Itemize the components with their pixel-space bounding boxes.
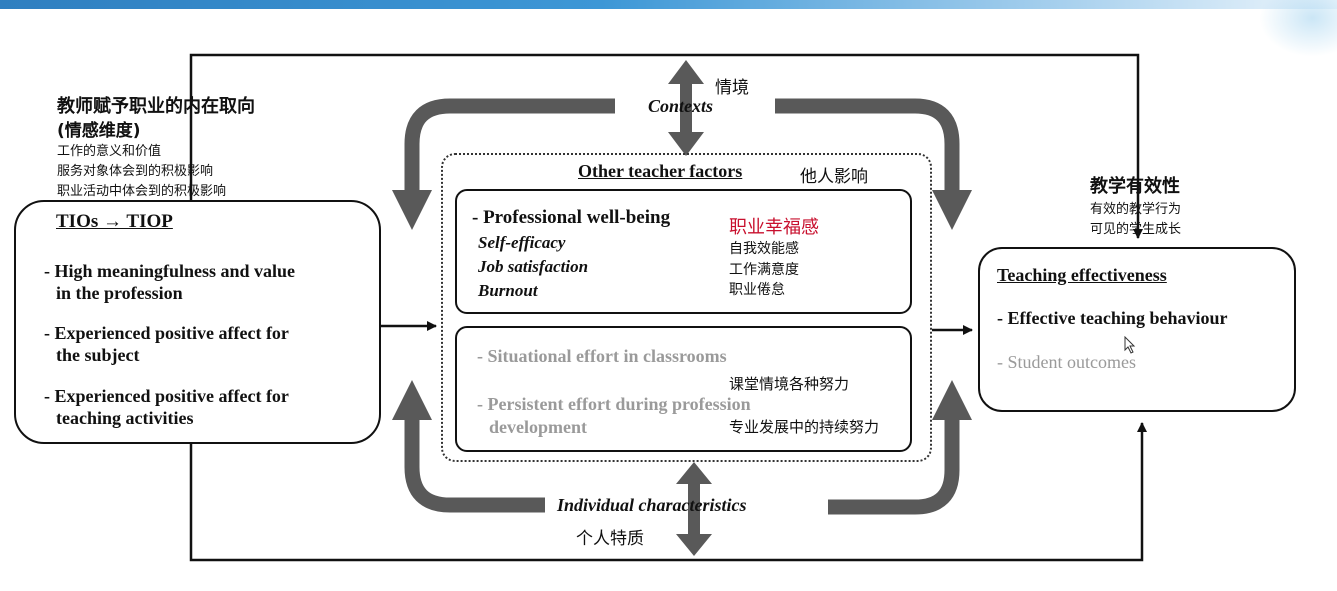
right-annotation-title: 教学有效性 xyxy=(1090,176,1180,197)
individual-arrowhead-right xyxy=(932,380,972,420)
effort-item: - Situational effort in classrooms xyxy=(477,346,727,366)
top-feedback-line xyxy=(189,53,1143,239)
wellbeing-item: Job satisfaction xyxy=(478,257,589,276)
effort-item: - Persistent effort during profession xyxy=(477,394,751,414)
tio-item: in the profession xyxy=(56,283,183,303)
left-annotation-item: 职业活动中体会到的积极影响 xyxy=(57,184,227,199)
wellbeing-item-cn: 工作满意度 xyxy=(729,262,799,278)
wellbeing-item-cn: 职业倦怠 xyxy=(729,282,785,298)
wellbeing-item: Burnout xyxy=(478,281,538,300)
left-annotation-title: 教师赋予职业的内在取向 xyxy=(57,96,255,117)
tio-box-title: TIOs → TIOP xyxy=(56,211,173,232)
right-annotation-item: 可见的学生成长 xyxy=(1090,222,1182,237)
left-annotation-item: 服务对象体会到的积极影响 xyxy=(57,164,214,179)
contexts-double-arrow xyxy=(668,60,704,156)
effort-item-cn: 专业发展中的持续努力 xyxy=(729,418,880,436)
wellbeing-title-cn: 职业幸福感 xyxy=(729,217,819,238)
tio-item: the subject xyxy=(56,345,140,365)
tio-item: - High meaningfulness and value xyxy=(44,261,296,281)
contexts-label: Contexts xyxy=(648,96,714,116)
effort-item: development xyxy=(489,417,587,437)
teaching-effectiveness-item: - Effective teaching behaviour xyxy=(997,308,1228,328)
individual-characteristics-cn: 个人特质 xyxy=(576,529,644,549)
tio-item: - Experienced positive affect for xyxy=(44,386,289,406)
wellbeing-item: Self-efficacy xyxy=(478,233,566,252)
wellbeing-item-cn: 自我效能感 xyxy=(729,241,799,257)
other-teacher-factors-container xyxy=(441,153,932,462)
left-annotation-subtitle: (情感维度) xyxy=(57,121,141,141)
teaching-effectiveness-item-faded: - Student outcomes xyxy=(997,352,1136,372)
effort-box xyxy=(455,326,912,452)
teaching-effectiveness-box xyxy=(978,247,1296,412)
right-annotation-item: 有效的教学行为 xyxy=(1090,202,1182,217)
tio-item: - Experienced positive affect for xyxy=(44,323,289,343)
context-arrows xyxy=(404,98,960,192)
left-annotation-item: 工作的意义和价值 xyxy=(57,144,162,159)
individual-characteristics-label: Individual characteristics xyxy=(557,495,747,515)
other-factors-title: Other teacher factors xyxy=(578,161,743,181)
contexts-label-cn: 情境 xyxy=(715,78,749,98)
tio-item: teaching activities xyxy=(56,408,194,428)
bottom-feedback-line xyxy=(189,422,1147,562)
other-factors-cn: 他人影响 xyxy=(800,167,868,187)
wellbeing-box xyxy=(455,189,912,314)
individual-double-arrow xyxy=(676,462,712,556)
header-gradient-bar xyxy=(0,0,1337,9)
effort-item-cn: 课堂情境各种努力 xyxy=(729,375,850,393)
teaching-effectiveness-title: Teaching effectiveness xyxy=(997,265,1167,285)
mouse-cursor-icon xyxy=(1124,336,1136,354)
wellbeing-title: - Professional well-being xyxy=(472,207,671,228)
header-decoration xyxy=(1255,0,1337,60)
context-arrowhead-left xyxy=(392,190,432,230)
context-arrowhead-right xyxy=(932,190,972,230)
individual-arrowhead-left xyxy=(392,380,432,420)
individual-arrows xyxy=(404,420,960,515)
tio-box xyxy=(14,200,381,444)
